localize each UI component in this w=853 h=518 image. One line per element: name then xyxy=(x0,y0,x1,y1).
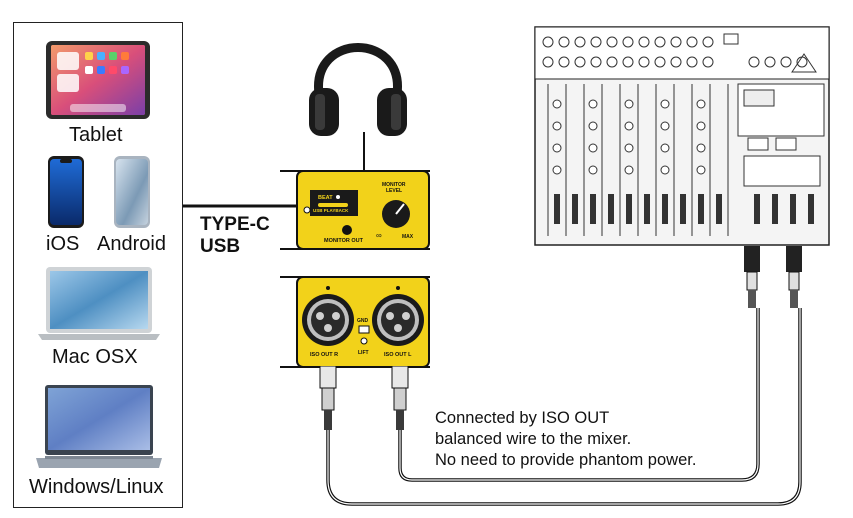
monitor-out-text: MONITOR OUT xyxy=(324,238,364,244)
windows-linux-label: Windows/Linux xyxy=(29,476,164,498)
tablet-icon xyxy=(46,41,150,119)
usb-label: USB xyxy=(200,236,241,257)
usb-type-label: TYPE-C xyxy=(200,214,270,235)
note-line-3: No need to provide phantom power. xyxy=(435,451,697,469)
ios-label: iOS xyxy=(46,233,80,255)
iso-out-l-text: ISO OUT L xyxy=(384,352,412,358)
mixer-xlr-plugs xyxy=(744,246,802,308)
monitor-level-text-1: MONITOR xyxy=(382,182,406,188)
mac-label: Mac OSX xyxy=(52,346,138,368)
iso-out-r-text: ISO OUT R xyxy=(310,352,338,358)
iphone-icon xyxy=(48,156,84,228)
note-line-2: balanced wire to the mixer. xyxy=(435,430,632,448)
windows-laptop-icon xyxy=(36,385,162,468)
android-phone-icon xyxy=(114,156,150,228)
monitor-level-text-2: LEVEL xyxy=(386,188,402,194)
android-label: Android xyxy=(97,233,166,255)
gnd-text: GND xyxy=(357,318,369,324)
min-symbol: ∞ xyxy=(376,231,382,240)
macbook-icon xyxy=(38,267,160,340)
lift-text: LIFT xyxy=(358,350,369,356)
monitor-unit: BEAT USB PLAYBACK MONITOR OUT MONITOR LE… xyxy=(280,170,430,250)
connection-note: Connected by ISO OUT balanced wire to th… xyxy=(435,408,696,471)
note-line-1: Connected by ISO OUT xyxy=(435,409,610,427)
usb-connection-label: TYPE-C USB xyxy=(200,214,270,258)
tablet-label: Tablet xyxy=(69,124,123,146)
beat-text: BEAT xyxy=(318,195,333,201)
usb-cable xyxy=(183,204,299,208)
usb-playback-text: USB PLAYBACK xyxy=(313,208,349,213)
max-text: MAX xyxy=(402,234,414,240)
mixer-icon xyxy=(534,26,830,246)
headphones-icon xyxy=(309,43,407,136)
xlr-plugs xyxy=(319,366,409,430)
iso-out-unit: GND LIFT ISO OUT R ISO OUT L xyxy=(280,276,430,368)
